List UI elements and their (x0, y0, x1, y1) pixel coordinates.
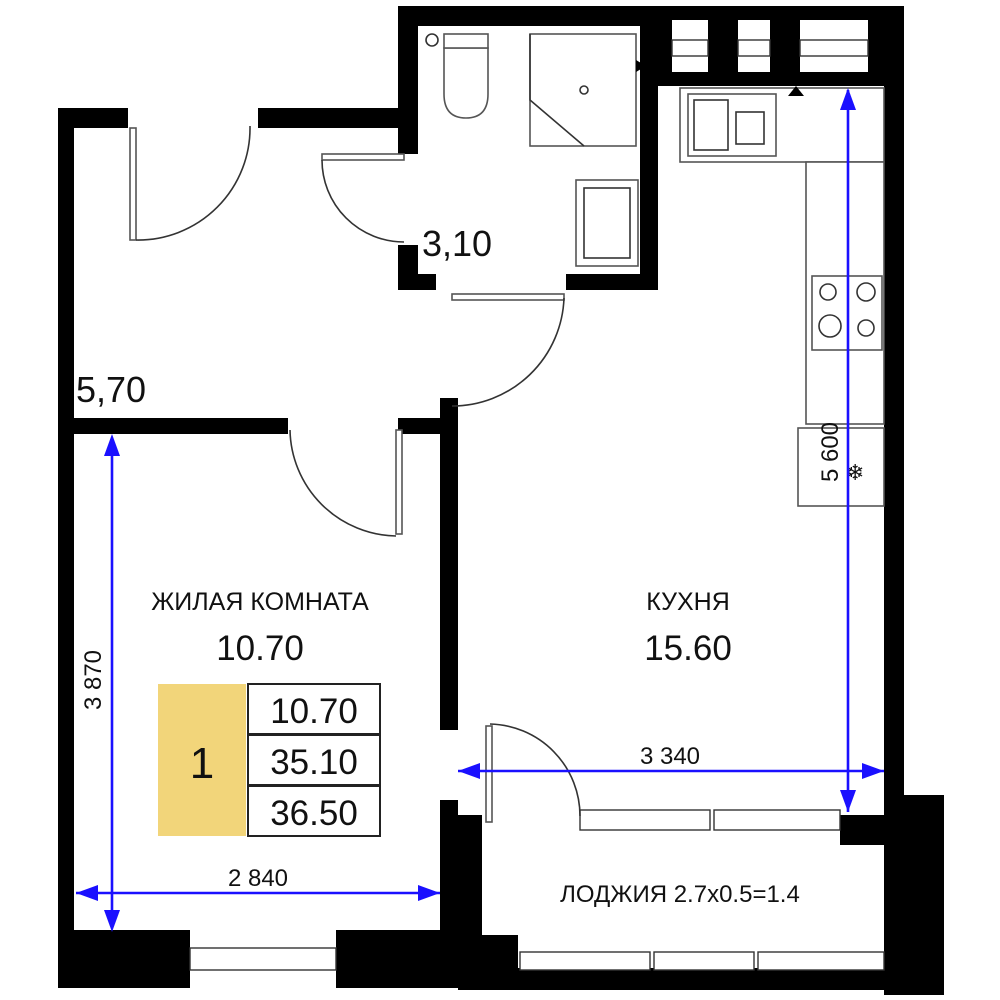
wall-living-kitchen (440, 398, 458, 730)
hob-burner-3 (818, 314, 842, 338)
hob-burner-2 (856, 282, 876, 302)
wall-bath-left (398, 6, 418, 154)
window-kitchen-loggia-1 (579, 809, 711, 831)
wall-living-top-left (58, 418, 288, 434)
living-room-name: ЖИЛАЯ КОМНАТА (151, 588, 369, 616)
bath-shower-cut (529, 34, 585, 147)
wall-bath-bottom-left (398, 274, 436, 290)
wall-pier-2 (708, 6, 738, 86)
wall-left-outer (58, 108, 74, 988)
kitchen-name: КУХНЯ (646, 588, 730, 616)
wall-hall-top-left (58, 108, 128, 128)
wall-living-bottom-left (58, 930, 190, 988)
door-bath-leaf (321, 153, 405, 161)
door-kitchen-leaf (451, 293, 565, 301)
fridge-icon (797, 427, 885, 507)
dim-kitchen-width-arrow-right (862, 763, 884, 779)
kitchen-area: 15.60 (644, 629, 732, 668)
wall-kitchen-right (884, 6, 904, 806)
wall-living-bottom-right (336, 930, 482, 988)
rooms-count: 1 (190, 739, 214, 788)
window-kitchen-top-2 (737, 39, 771, 57)
dimensions (76, 88, 884, 932)
rooms-count-badge (158, 684, 246, 836)
door-living-swing (289, 429, 397, 537)
bathroom-fixtures (425, 33, 646, 267)
window-kitchen-top-3 (799, 39, 869, 57)
door-entrance-swing (135, 125, 251, 241)
bath-valve-icon (425, 33, 439, 47)
hall-area-label: 5,70 (76, 369, 146, 410)
dim-kitchen-width-label: 3 340 (640, 743, 700, 770)
door-loggia-swing (489, 723, 581, 817)
summary-cell-living (247, 683, 381, 735)
sink-drainer (735, 111, 765, 145)
door-living-leaf (395, 429, 403, 535)
wall-bath-right (640, 26, 658, 290)
bath-shower-drain (579, 85, 589, 95)
walls (58, 6, 944, 995)
hob-burner-4 (857, 319, 875, 337)
door-kitchen-swing (451, 297, 565, 407)
summary-total-area: 35.10 (270, 743, 358, 782)
wall-bath-top (398, 6, 658, 26)
wall-loggia-bottom-pier (458, 935, 518, 990)
door-loggia-leaf (485, 725, 493, 823)
snowflake-icon: ❄ (846, 460, 864, 485)
living-room-area: 10.70 (216, 629, 304, 668)
window-loggia-bottom-3 (757, 951, 885, 971)
bath-shower-tray (529, 33, 637, 147)
wall-loggia-bottom (458, 968, 944, 990)
toilet-tank (443, 33, 489, 49)
doors (129, 125, 581, 823)
wall-hall-top-right (258, 108, 418, 128)
washbasin-icon (575, 179, 639, 267)
shower-marker-icon (636, 60, 646, 72)
window-loggia-bottom-1 (519, 951, 651, 971)
loggia-label: ЛОДЖИЯ 2.7x0.5=1.4 (560, 881, 800, 908)
dim-kitchen-width-arrow-left (458, 763, 480, 779)
dim-kitchen-height-arrow-top (840, 88, 856, 110)
dim-living-height-arrow-top (104, 434, 120, 456)
wall-pier-1 (658, 6, 672, 86)
toilet-icon (443, 47, 489, 119)
window-living-bottom (189, 947, 337, 971)
kitchen-fixtures: ❄ (679, 86, 885, 507)
dim-living-height-arrow-bottom (104, 910, 120, 932)
hob-burner-1 (819, 283, 837, 301)
window-kitchen-top-1 (671, 39, 709, 57)
summary-total-with-loggia: 36.50 (270, 794, 358, 833)
window-loggia-bottom-2 (653, 951, 755, 971)
window-kitchen-loggia-2 (713, 809, 841, 831)
wall-bath-bottom-right (566, 274, 658, 290)
dim-living-height-label: 3 870 (80, 650, 107, 710)
door-entrance-leaf (129, 127, 137, 241)
wall-pier-3 (770, 6, 800, 86)
sink-icon (687, 93, 777, 157)
dim-living-width-arrow-left (76, 885, 98, 901)
summary-table: 1 10.70 35.10 36.50 (158, 683, 381, 837)
washbasin-bowl (583, 187, 631, 259)
bath-area-label: 3,10 (422, 223, 492, 264)
windows (189, 39, 885, 971)
dim-living-width-label: 2 840 (228, 865, 288, 892)
dim-living-width-arrow-right (418, 885, 440, 901)
summary-cell-loggia (247, 785, 381, 837)
dim-kitchen-height-label: 5 600 (817, 422, 844, 482)
wall-loggia-right-pier (840, 815, 900, 845)
door-bath-swing (321, 159, 405, 243)
sink-bowl (693, 99, 729, 151)
dim-kitchen-height-arrow-bottom (840, 790, 856, 812)
summary-living-area: 10.70 (270, 692, 358, 731)
vent-marker-icon (788, 86, 804, 96)
